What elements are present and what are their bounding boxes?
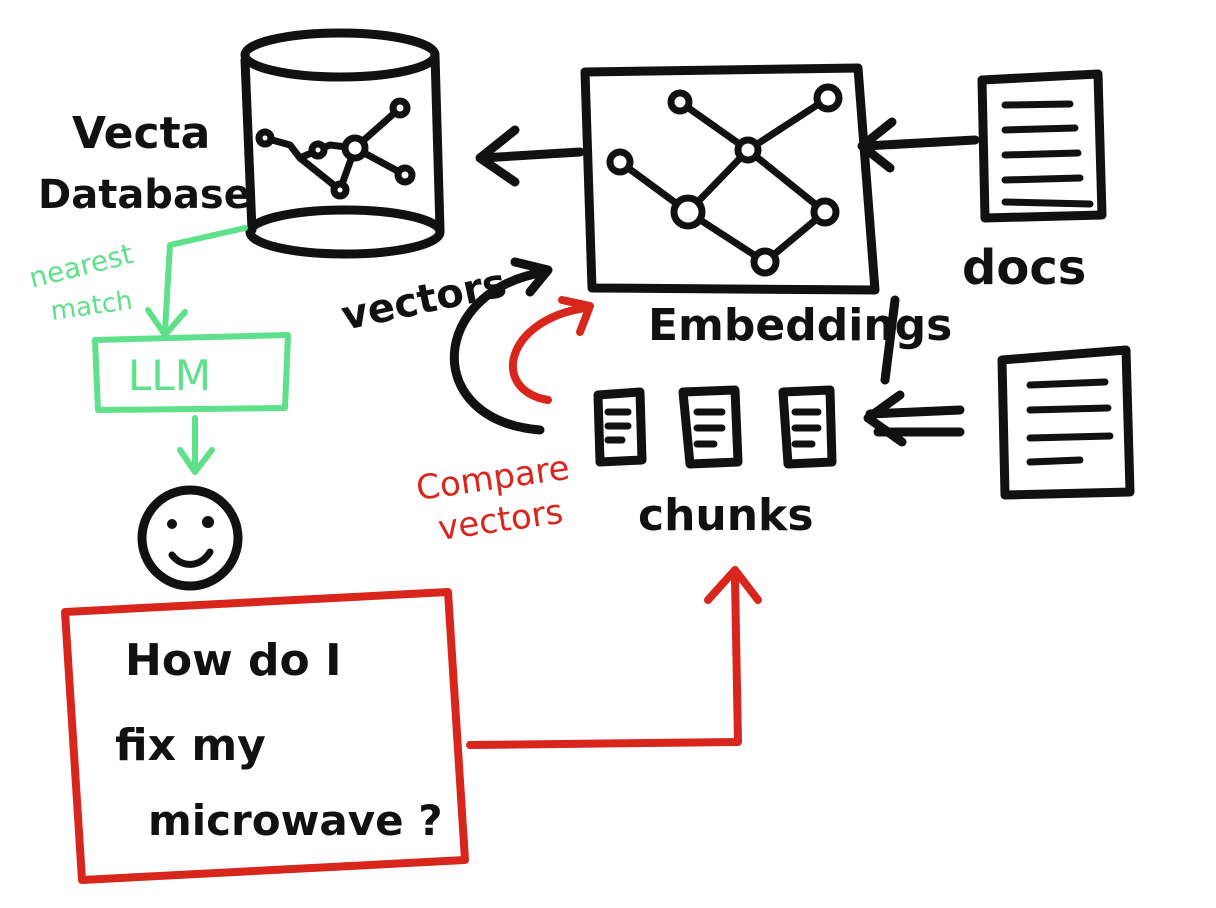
- arrow-compare-vectors-red: [508, 296, 594, 404]
- arrow-chunks-to-vectors-black: [449, 257, 553, 435]
- vector-database-label-line1: Vecta: [72, 108, 210, 159]
- arrow-docs-to-embeddings: [857, 117, 980, 173]
- nearest-match-flow: nearest match: [26, 225, 248, 338]
- vector-database-label-line2: Database: [38, 172, 251, 218]
- arrow-embeddings-to-database: [475, 125, 585, 187]
- question-line3: microwave ?: [148, 796, 443, 845]
- llm-box: LLM: [92, 332, 291, 413]
- network-graph-icon: [580, 63, 880, 295]
- question-box: How do I fix my microwave ?: [61, 588, 469, 884]
- chunk-document-icon: [778, 385, 837, 469]
- arrow-llm-to-user: [177, 415, 215, 475]
- embeddings: Embeddings: [580, 63, 952, 351]
- chunk-document-icon: [593, 387, 647, 467]
- arrow-docs-to-chunks: [863, 390, 965, 447]
- arrow-question-to-chunks: [466, 566, 762, 749]
- question-line1: How do I: [125, 635, 341, 686]
- nearest-label-line1: nearest: [26, 237, 137, 295]
- vector-database: Vecta Database: [38, 28, 445, 259]
- document-icon: [997, 345, 1135, 500]
- chunks: chunks: [593, 385, 837, 541]
- chunks-label: chunks: [638, 490, 814, 541]
- embeddings-label: Embeddings: [648, 300, 952, 351]
- nearest-label-line2: match: [49, 286, 135, 327]
- docs-label: docs: [962, 240, 1086, 296]
- llm-label: LLM: [128, 351, 211, 400]
- document-icon: [977, 69, 1107, 223]
- embeddings-hook-line: [880, 295, 900, 385]
- chunk-document-icon: [678, 385, 743, 469]
- docs-bottom: [997, 345, 1135, 500]
- smiley-face-icon: [137, 485, 243, 591]
- question-line2: fix my: [115, 720, 266, 771]
- docs-top: docs: [962, 69, 1107, 296]
- database-cylinder-icon: [240, 28, 445, 259]
